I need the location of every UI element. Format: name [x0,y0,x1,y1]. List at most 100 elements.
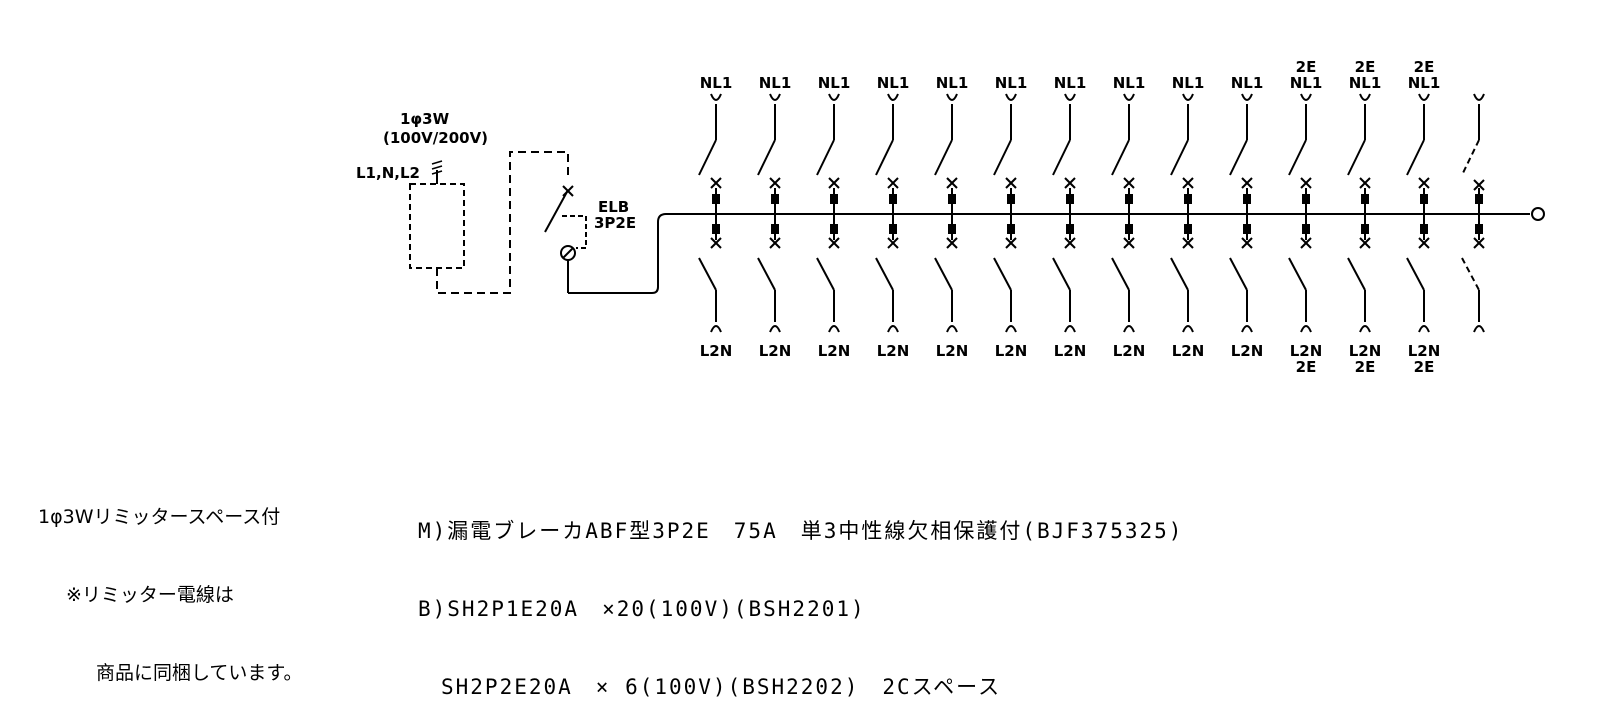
branch-top-label: 2E [1414,58,1435,76]
note-left-line-2: ※リミッター電線は [66,584,234,606]
branch-top-contact [875,139,894,176]
branch-bottom-label: L2N [1231,342,1264,360]
main-breaker-poles: 3P2E [594,214,636,232]
branch-top-x [946,177,958,189]
branch-top-terminal [828,93,840,101]
branch-bottom-x [828,237,840,249]
note-left-line-1: 1φ3Wリミッタースペース付 [38,506,281,528]
branch-top-terminal [1005,93,1017,101]
branch-breaker [875,93,899,333]
branch-top-x [1300,177,1312,189]
branch-bottom-label: L2N [936,342,969,360]
branch-top-x [887,177,899,189]
branch-top-x [769,177,781,189]
branch-top-terminal [946,93,958,101]
branch-bottom-terminal [1123,325,1135,333]
main-breaker-contact [544,189,569,233]
branch-bottom-label: L2N [1290,342,1323,360]
branch-bottom-label: L2N [1349,342,1382,360]
branch-bottom-terminal [828,325,840,333]
branch-breaker [1052,93,1076,333]
branch-top-x [1182,177,1194,189]
note-right-line-3: SH2P2E20A × 6(100V)(BSH2202) 2Cスペース [418,675,1002,699]
branch-bottom-label: L2N [1054,342,1087,360]
branch-top-label: NL1 [877,74,910,92]
branch-top-stud [1184,194,1192,204]
branch-bottom-contact [1347,257,1366,291]
branch-top-label: NL1 [1349,74,1382,92]
branch-breaker [816,93,840,333]
branch-top-x [1005,177,1017,189]
branch-bottom-stud [1066,224,1074,234]
branch-bottom-terminal [1418,325,1430,333]
branch-top-contact [1229,139,1248,176]
branch-top-stud [1125,194,1133,204]
branch-bottom-label: L2N [1113,342,1146,360]
branch-breaker [993,93,1017,333]
branch-bottom-contact [934,257,953,291]
branch-bottom-x [769,237,781,249]
branch-bottom-contact [1052,257,1071,291]
branch-breaker [1229,93,1253,333]
branch-top-label: NL1 [700,74,733,92]
branch-bottom-stud [889,224,897,234]
branch-breaker [1406,93,1430,333]
branch-top-terminal [1418,93,1430,101]
branch-bottom-stud [1125,224,1133,234]
branch-top-terminal [1182,93,1194,101]
branch-bottom-terminal [1182,325,1194,333]
branch-bottom-x [1123,237,1135,249]
branch-top-x [1123,177,1135,189]
branch-top-terminal [887,93,899,101]
branch-bottom-stud [771,224,779,234]
branch-bottom-label: L2N [877,342,910,360]
branch-top-contact [816,139,835,176]
branch-top-contact [934,139,953,176]
branch-top-contact [757,139,776,176]
branch-top-stud [1420,194,1428,204]
branch-bottom-label: L2N [1172,342,1205,360]
branch-breaker [934,93,958,333]
branch-bottom-contact [1111,257,1130,291]
branch-bottom-stud [1302,224,1310,234]
branch-bottom-stud [712,224,720,234]
branch-bottom-x [887,237,899,249]
branch-breaker [757,93,781,333]
branch-bottom-label: L2N [995,342,1028,360]
lines-label: L1,N,L2 [356,164,420,182]
branch-bottom-label: L2N [1408,342,1441,360]
branch-top-terminal [1359,93,1371,101]
branch-bottom-stud [1243,224,1251,234]
branch-top-label: NL1 [1231,74,1264,92]
notes-left: 1φ3Wリミッタースペース付 ※リミッター電線は 商品に同梱しています。 [38,452,303,712]
branch-top-terminal [1300,93,1312,101]
branch-bottom-stud [1361,224,1369,234]
branch-top-label: NL1 [818,74,851,92]
branch-bottom-contact [1406,257,1425,291]
branch-top-stud [1361,194,1369,204]
branch-top-label: NL1 [759,74,792,92]
branch-top-stud [1007,194,1015,204]
phase-label: 1φ3W [400,110,450,128]
branch-bottom-label: L2N [700,342,733,360]
branch-bottom-x [1300,237,1312,249]
branch-top-contact [1288,139,1307,176]
branch-top-stud [1066,194,1074,204]
branch-bottom-stud [1420,224,1428,234]
branch-top-label: NL1 [1172,74,1205,92]
branch-bottom-x [1005,237,1017,249]
branch-bottom-label: L2N [759,342,792,360]
branch-bottom-terminal [1241,325,1253,333]
branch-bottom-x [1241,237,1253,249]
branch-top-contact [1406,139,1425,176]
branch-top-terminal [1123,93,1135,101]
branch-bottom-label: 2E [1296,358,1317,376]
limiter-space-box [409,183,465,269]
branch-top-x [1359,177,1371,189]
branch-top-x [828,177,840,189]
branch-top-label: NL1 [1113,74,1146,92]
branch-top-terminal [769,93,781,101]
branch-bottom-label: 2E [1355,358,1376,376]
branch-bottom-contact [757,257,776,291]
branch-bottom-terminal [946,325,958,333]
